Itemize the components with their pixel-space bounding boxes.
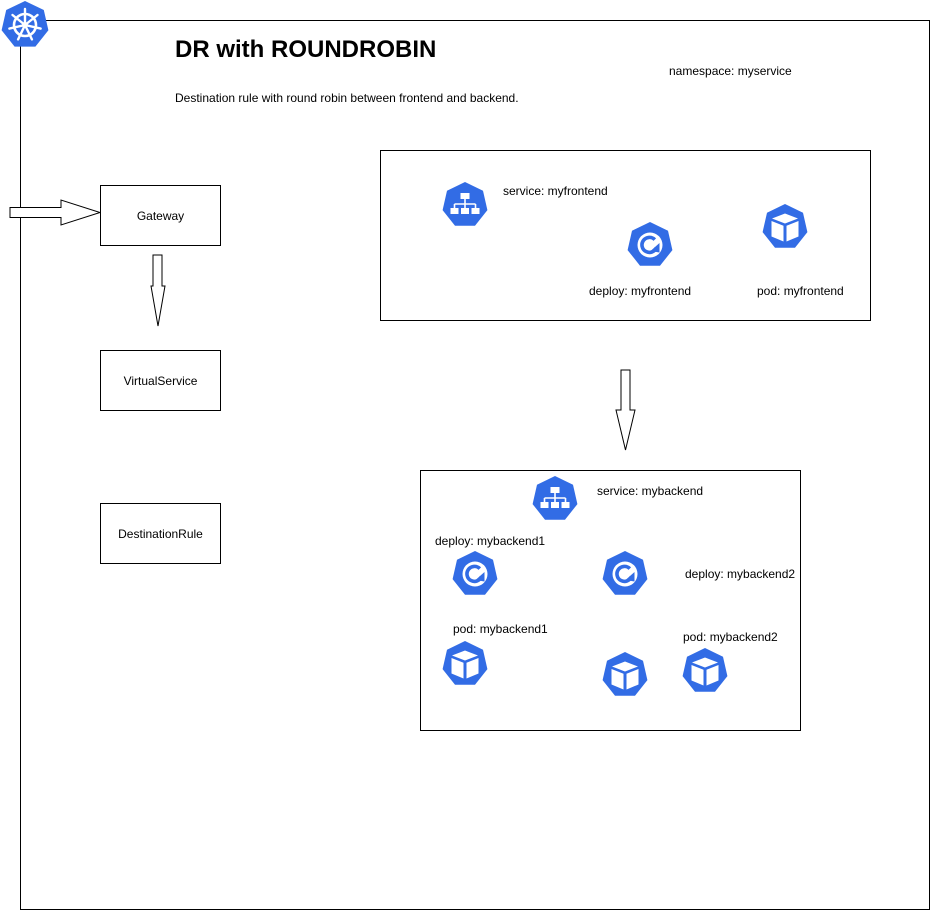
arrow-frontend-to-backend — [615, 369, 636, 451]
namespace-frame — [20, 20, 930, 910]
service-icon — [531, 475, 579, 528]
pod-icon — [681, 647, 729, 700]
frontend-pod-label: pod: myfrontend — [757, 284, 844, 298]
frontend-service-label: service: myfrontend — [503, 184, 608, 198]
namespace-label: namespace: myservice — [669, 64, 792, 78]
arrow-gateway-to-virtualservice — [150, 254, 166, 327]
virtualservice-label: VirtualService — [123, 373, 198, 388]
backend-deploy1-label: deploy: mybackend1 — [435, 534, 546, 548]
virtualservice-box[interactable]: VirtualService — [100, 350, 221, 411]
pod-icon — [601, 651, 649, 704]
backend-pod2-label: pod: mybackend2 — [683, 630, 778, 644]
deploy-icon — [601, 550, 649, 603]
gateway-box[interactable]: Gateway — [100, 185, 221, 246]
pod-icon — [441, 640, 489, 693]
deploy-icon — [626, 221, 674, 274]
frontend-deploy-label: deploy: myfrontend — [589, 284, 692, 298]
deploy-icon — [451, 550, 499, 603]
backend-deploy2-label: deploy: mybackend2 — [685, 567, 796, 581]
page-title: DR with ROUNDROBIN — [175, 36, 437, 63]
gateway-label: Gateway — [136, 208, 185, 223]
description-text: Destination rule with round robin betwee… — [175, 91, 519, 105]
backend-service-label: service: mybackend — [597, 484, 704, 498]
service-icon — [441, 181, 489, 234]
frontend-group — [380, 150, 871, 321]
backend-pod1-label: pod: mybackend1 — [453, 622, 548, 636]
kubernetes-logo-icon — [0, 0, 50, 50]
pod-icon — [761, 203, 809, 256]
backend-group — [420, 470, 801, 731]
arrow-into-gateway — [9, 199, 102, 226]
destinationrule-box[interactable]: DestinationRule — [100, 503, 221, 564]
destinationrule-label: DestinationRule — [118, 526, 203, 541]
